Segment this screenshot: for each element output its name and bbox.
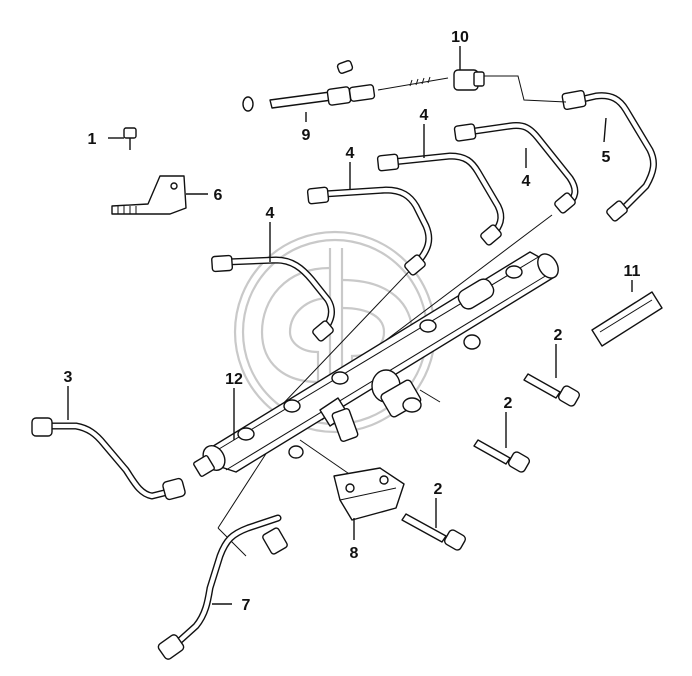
callout-12: 12 (225, 371, 243, 388)
callout-3: 3 (64, 369, 73, 386)
fuel-pipe-4-c (376, 152, 505, 246)
fuel-pipe-3 (31, 417, 186, 501)
sensor-9 (242, 60, 449, 112)
bracket-6 (111, 175, 187, 215)
callout-2-a: 2 (554, 327, 563, 344)
fuel-pipe-4-d (453, 122, 579, 214)
callout-4-a: 4 (266, 205, 275, 222)
callout-leaders (67, 46, 633, 605)
callout-labels: 1 2 2 2 3 4 4 4 4 5 6 7 8 9 10 11 12 (64, 29, 641, 614)
fuel-pipe-7 (157, 514, 288, 660)
callout-1: 1 (88, 131, 97, 148)
callout-10: 10 (451, 29, 469, 46)
callout-5: 5 (602, 149, 611, 166)
callout-9: 9 (302, 127, 311, 144)
callout-6: 6 (214, 187, 223, 204)
bolt-2-a (523, 373, 581, 407)
bolt-2-b (473, 439, 531, 473)
bolt-2-c (401, 513, 467, 551)
screw-1 (123, 127, 137, 150)
fuel-pipe-4-a (211, 254, 335, 342)
callout-4-b: 4 (346, 145, 355, 162)
strip-11 (591, 291, 663, 347)
fitting-10 (453, 69, 567, 103)
callout-7: 7 (242, 597, 251, 614)
callout-11: 11 (624, 263, 641, 280)
callout-2-b: 2 (504, 395, 513, 412)
bracket-8 (333, 467, 405, 521)
callout-4-c: 4 (420, 107, 429, 124)
callout-2-c: 2 (434, 481, 443, 498)
fuel-pipe-4-b (306, 186, 433, 276)
callout-4-d: 4 (522, 173, 531, 190)
callout-8: 8 (350, 545, 359, 562)
fuel-rail-12 (193, 251, 559, 477)
